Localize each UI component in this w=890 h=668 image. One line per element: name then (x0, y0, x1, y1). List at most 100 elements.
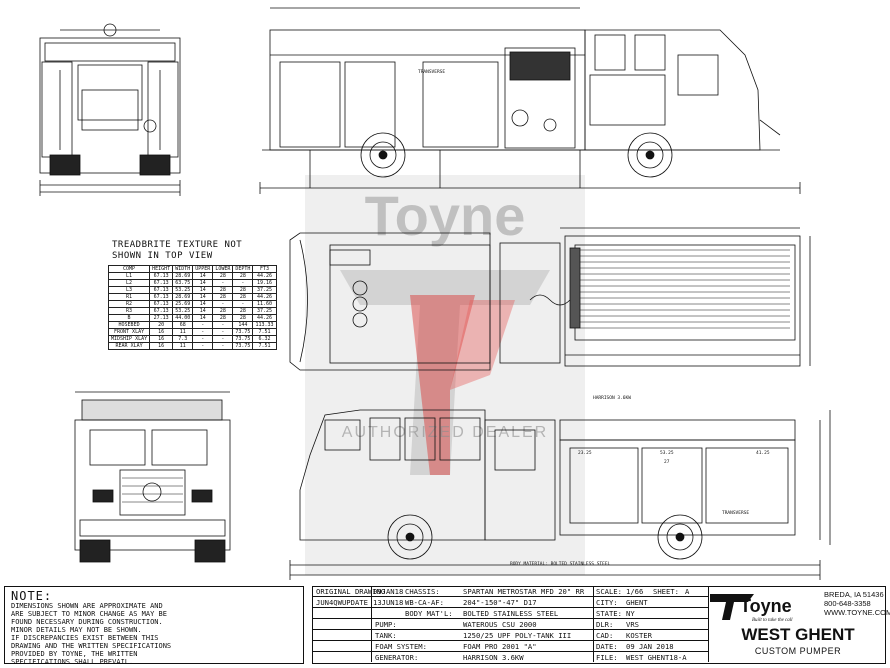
spec-value: HARRISON 3.6KW (463, 653, 524, 662)
table-cell: 20 (149, 321, 174, 329)
table-cell: 28 (212, 307, 234, 315)
table-cell: 16 (149, 328, 174, 336)
company-name: Toyne (740, 596, 792, 616)
project-subtitle: CUSTOM PUMPER (754, 646, 842, 656)
table-cell: 67.13 (149, 293, 174, 301)
table-cell: R1 (107, 293, 151, 301)
scale-label: SCALE: (596, 587, 622, 596)
table-cell: 14 (192, 272, 214, 280)
table-cell: L2 (107, 279, 151, 287)
table-cell: 16 (149, 342, 174, 350)
spec-value: WATEROUS CSU 2000 (463, 620, 537, 629)
company-phone: 800-648-3358 (824, 599, 871, 608)
table-cell: 67.13 (149, 286, 174, 294)
col-header: LOWER (212, 265, 234, 273)
top-view (289, 227, 811, 371)
revision-date: 13JUN18 (373, 598, 404, 607)
revision-label: JUN4QWUPDATE (316, 598, 368, 607)
table-cell: 14 (192, 314, 214, 322)
table-cell: 73.75 (232, 335, 254, 343)
col-header: DEPTH (232, 265, 254, 273)
table-cell: L3 (107, 286, 151, 294)
meta-value: KOSTER (626, 631, 652, 640)
title-block: ORIGINAL DRAWING 09JAN18 JUN4QWUPDATE 13… (312, 586, 886, 664)
company-web[interactable]: WWW.TOYNE.COM (824, 608, 890, 617)
note-line: DIMENSIONS SHOWN ARE APPROXIMATE AND (11, 602, 163, 610)
table-cell: B (107, 314, 151, 322)
note-line: IF DISCREPANCIES EXIST BETWEEN THIS (11, 634, 159, 642)
table-cell: REAR XLAY (107, 342, 151, 350)
spec-label: BODY MAT'L: (405, 609, 453, 618)
table-cell: - (192, 321, 214, 329)
dealer-watermark: Toyne AUTHORIZED DEALER (305, 175, 585, 575)
table-cell: 37.25 (252, 286, 277, 294)
table-cell: 19.16 (252, 279, 277, 287)
sheet-label: SHEET: (653, 587, 679, 596)
table-cell: 28.69 (172, 272, 194, 280)
table-cell: - (212, 335, 234, 343)
table-cell: 6.32 (252, 335, 277, 343)
table-cell: 14 (192, 300, 214, 308)
table-cell: 28 (232, 286, 254, 294)
col-header: FT3 (252, 265, 277, 273)
meta-label: CAD: (596, 631, 614, 640)
callout-transverse-bottom: TRANSVERSE (722, 511, 750, 516)
table-cell: 53.25 (172, 307, 194, 315)
col-header: WIDTH (172, 265, 194, 273)
table-cell: 73.75 (232, 342, 254, 350)
company-city: BREDA, IA 51436 (824, 590, 884, 599)
callout-opening-3: 27 (664, 460, 670, 465)
rear-view (39, 23, 181, 196)
spec-label: TANK: (375, 631, 397, 640)
treadbrite-line1: TREADBRITE TEXTURE NOT (112, 240, 243, 250)
table-cell: 28 (232, 314, 254, 322)
table-cell: 28 (232, 272, 254, 280)
table-header-row: COMP HEIGHT WIDTH UPPER LOWER DEPTH FT3 (107, 265, 277, 273)
table-cell: 113.33 (252, 321, 277, 329)
table-cell: - (232, 300, 254, 308)
scale-value: 1/66 (626, 587, 644, 596)
table-cell: - (192, 342, 214, 350)
table-cell: 44.26 (252, 314, 277, 322)
spec-label: WB-CA-AF: (405, 598, 444, 607)
sheet-value: A (685, 587, 690, 596)
table-cell: 144 (232, 321, 254, 329)
spec-label: CHASSIS: (405, 587, 440, 596)
table-cell: 28 (232, 293, 254, 301)
spec-label: GENERATOR: (375, 653, 419, 662)
callout-opening-1: 23.25 (578, 451, 592, 456)
table-cell: 44.26 (252, 293, 277, 301)
callout-opening-2: 53.25 (660, 451, 674, 456)
spec-value: 1250/25 UPF POLY-TANK III (463, 631, 572, 640)
note-line: PROVIDED BY TOYNE, THE WRITTEN (11, 650, 138, 658)
callout-generator: HARRISON 3.6KW (593, 396, 631, 401)
meta-label: CITY: (596, 598, 618, 607)
notes-box: NOTE: DIMENSIONS SHOWN ARE APPROXIMATE A… (4, 586, 304, 666)
table-cell: - (192, 335, 214, 343)
treadbrite-note: TREADBRITE TEXTURE NOT SHOWN IN TOP VIEW (112, 240, 242, 262)
table-cell: 63.75 (172, 279, 194, 287)
table-cell: 67.13 (149, 272, 174, 280)
notes-body: DIMENSIONS SHOWN ARE APPROXIMATE AND ARE… (11, 602, 171, 666)
table-cell: 67.13 (149, 307, 174, 315)
callout-body-material: BODY MATERIAL: BOLTED STAINLESS STEEL (510, 562, 611, 567)
table-cell: 25.69 (172, 300, 194, 308)
revision-label: ORIGINAL DRAWING (316, 587, 386, 596)
table-cell: 67.13 (149, 279, 174, 287)
table-cell: R3 (107, 307, 151, 315)
note-line: MINOR DETAILS MAY NOT BE SHOWN. (11, 626, 142, 634)
col-header: COMP (107, 265, 151, 273)
meta-label: STATE: (596, 609, 622, 618)
table-cell: - (232, 279, 254, 287)
table-cell: 11 (172, 342, 194, 350)
company-tagline: Built to take the call (752, 618, 793, 623)
meta-value: GHENT (626, 598, 648, 607)
